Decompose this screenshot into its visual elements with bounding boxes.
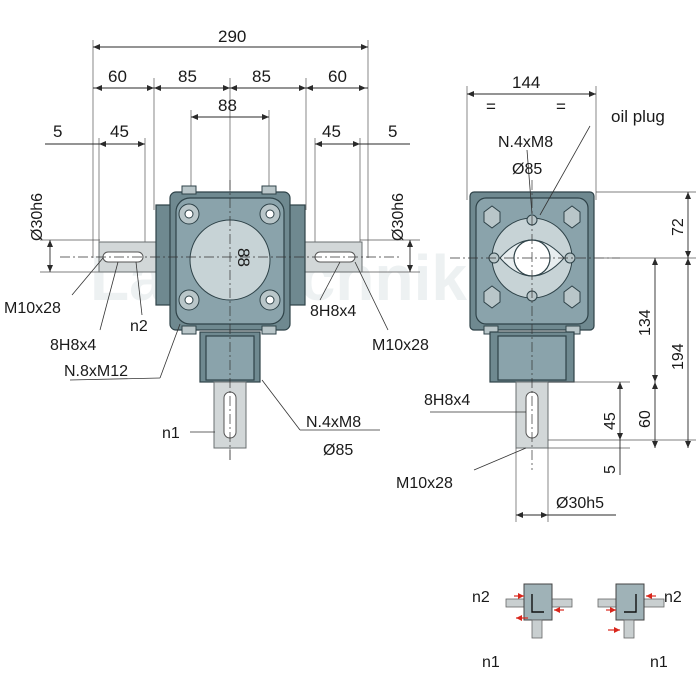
label-oil-plug: oil plug	[611, 107, 665, 126]
dim-total-290: 290	[218, 27, 246, 46]
dia-left-shaft: Ø30h6	[29, 193, 46, 241]
dim-right-85: 85	[252, 67, 271, 86]
hex-bolt	[563, 205, 581, 229]
dim-194: 194	[670, 343, 687, 370]
right-bearing-housing	[288, 204, 306, 306]
dia-right-shaft: Ø30h6	[390, 193, 407, 241]
label-d85-front: Ø85	[323, 442, 353, 459]
dim-134: 134	[637, 309, 654, 336]
dim-right-5: 5	[388, 122, 397, 141]
dim-left-85: 85	[178, 67, 197, 86]
label-8h8x4-side: 8H8x4	[424, 392, 470, 409]
rotation-icon-1-n2: n2	[472, 589, 490, 606]
label-n2: n2	[130, 318, 148, 335]
side-view: 144 = =	[396, 73, 696, 522]
hex-bolt	[563, 285, 581, 309]
label-8h8x4-right: 8H8x4	[310, 303, 356, 320]
hex-bolt	[483, 285, 501, 309]
dim-88-top: 88	[218, 96, 237, 115]
equal-mark-right: =	[556, 97, 566, 116]
dim-right-60: 60	[328, 67, 347, 86]
rotation-icon-2: n2 n1	[597, 583, 682, 671]
rotation-icon-2-n2: n2	[664, 589, 682, 606]
dim-60: 60	[637, 410, 654, 428]
rotation-icon-1: n2 n1	[472, 583, 573, 671]
dim-left-5: 5	[53, 122, 62, 141]
dia-side-shaft: Ø30h5	[556, 495, 604, 512]
dim-5: 5	[602, 465, 619, 474]
label-n1-front: n1	[162, 425, 180, 442]
label-n8xm12: N.8xM12	[64, 363, 128, 380]
label-m10x28-right: M10x28	[372, 337, 429, 354]
hex-bolt	[483, 205, 501, 229]
rotation-icon-1-n1: n1	[482, 654, 500, 671]
dim-72: 72	[670, 218, 687, 236]
dim-left-45: 45	[110, 122, 129, 141]
equal-mark-left: =	[486, 97, 496, 116]
dim-right-45: 45	[322, 122, 341, 141]
front-view: 290 60 85 85 60 88 5 45 45 5 Ø30h6 Ø30h6	[4, 27, 429, 460]
dim-144: 144	[512, 73, 540, 92]
dim-left-60: 60	[108, 67, 127, 86]
label-m10x28-left: M10x28	[4, 300, 61, 317]
dim-88-vertical: 88	[234, 248, 253, 267]
label-n4xm8-front: N.4xM8	[306, 414, 361, 431]
label-n4xm8-side: N.4xM8	[498, 134, 553, 151]
label-8h8x4-left: 8H8x4	[50, 337, 96, 354]
dim-45: 45	[602, 412, 619, 430]
rotation-icon-2-n1: n1	[650, 654, 668, 671]
label-d85-side: Ø85	[512, 161, 542, 178]
label-m10x28-side: M10x28	[396, 475, 453, 492]
